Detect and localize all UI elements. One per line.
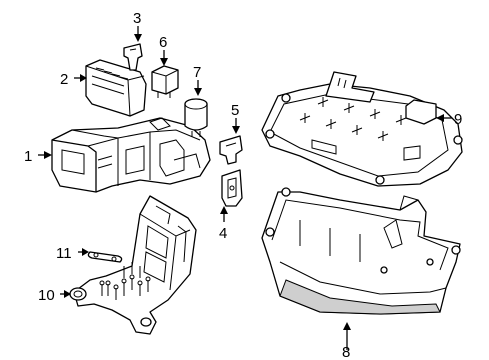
callout-2: 2: [60, 71, 68, 88]
callout-6: 6: [159, 34, 167, 51]
callout-5: 5: [231, 102, 239, 119]
callout-11: 11: [56, 245, 72, 262]
part-9-upper-cover: [261, 71, 463, 187]
part-4-bracket: [221, 169, 243, 207]
part-6-relay: [151, 65, 179, 98]
callout-4: 4: [219, 225, 227, 242]
part-1-fuse-box: [51, 117, 211, 193]
part-11-link-strap: [87, 251, 123, 263]
part-10-terminal-bracket: [69, 195, 197, 335]
callout-10: 10: [38, 287, 55, 304]
part-2-relay-block: [85, 59, 147, 117]
callout-7: 7: [193, 64, 201, 81]
callout-labels: 1 2 3 4 5 6 7 8 9 10 11: [24, 10, 462, 360]
callout-8: 8: [342, 344, 350, 360]
part-8-lower-housing: [261, 187, 461, 315]
callout-1: 1: [24, 148, 32, 165]
callout-9: 9: [454, 111, 462, 128]
callout-3: 3: [133, 10, 141, 27]
part-5-fuse-holder: [219, 135, 243, 165]
part-3-fuse: [123, 43, 143, 71]
part-7-cylinder-relay: [184, 98, 208, 137]
leader-lines: [38, 26, 452, 350]
